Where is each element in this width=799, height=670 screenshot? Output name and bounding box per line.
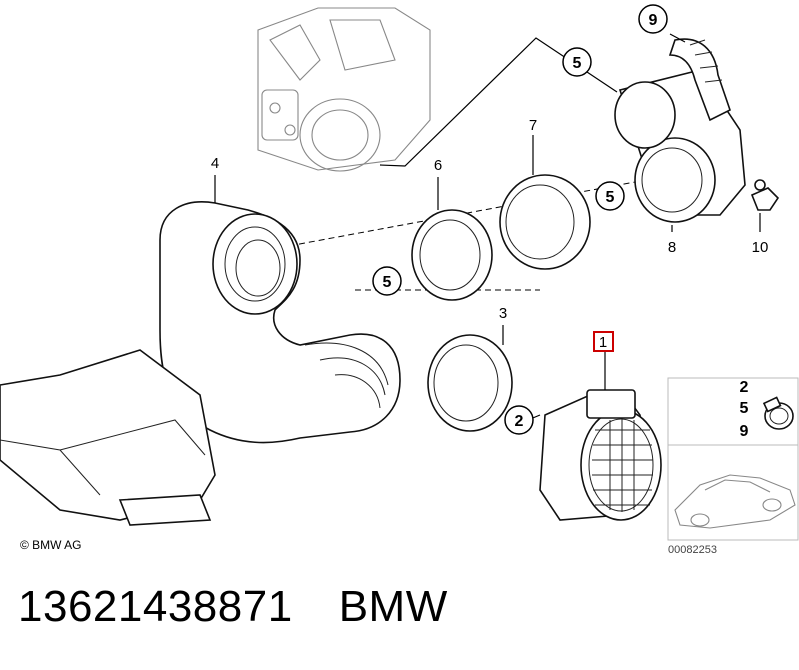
callout-5-top: 5 <box>562 47 592 77</box>
intake-pipe-8 <box>614 38 746 223</box>
inset-code: 00082253 <box>668 544 717 556</box>
airbox <box>0 349 216 526</box>
label-7: 7 <box>529 117 537 134</box>
copyright-text: © BMW AG <box>20 538 82 552</box>
footer: 13621438871 BMW <box>18 582 448 632</box>
callout-2-text: 2 <box>515 413 524 430</box>
label-3: 3 <box>499 305 507 322</box>
label-1: 1 <box>599 334 607 351</box>
highlight-box-1: 1 <box>593 331 614 352</box>
clamp-6 <box>411 209 493 301</box>
air-mass-meter <box>539 389 662 521</box>
leader-lines <box>214 33 761 421</box>
callout-5-text: 5 <box>606 189 615 206</box>
hose-clamp-icon <box>762 396 794 430</box>
callout-5-right: 5 <box>595 181 625 211</box>
throttle-body <box>257 7 431 172</box>
label-8: 8 <box>668 239 676 256</box>
label-4: 4 <box>211 155 219 172</box>
brand-name: BMW <box>338 582 448 631</box>
car-silhouette-icon <box>674 474 796 529</box>
part-number: 13621438871 <box>18 582 293 631</box>
callout-9-text: 9 <box>649 12 658 29</box>
clamp-7 <box>499 174 591 270</box>
inset-label-9: 9 <box>740 423 749 440</box>
callout-9: 9 <box>638 4 668 34</box>
callout-5-left: 5 <box>372 266 402 296</box>
clamp-3 <box>427 334 513 432</box>
inset-panel: 2 5 9 00082253 <box>667 377 799 556</box>
inset-label-5: 5 <box>740 400 749 417</box>
connector-10 <box>750 179 780 211</box>
inset-label-2: 2 <box>740 379 749 396</box>
label-10: 10 <box>752 239 769 256</box>
callout-5-text: 5 <box>573 55 582 72</box>
intake-boot <box>159 201 401 444</box>
label-6: 6 <box>434 157 442 174</box>
callout-2: 2 <box>504 405 534 435</box>
callout-5-text: 5 <box>383 274 392 291</box>
